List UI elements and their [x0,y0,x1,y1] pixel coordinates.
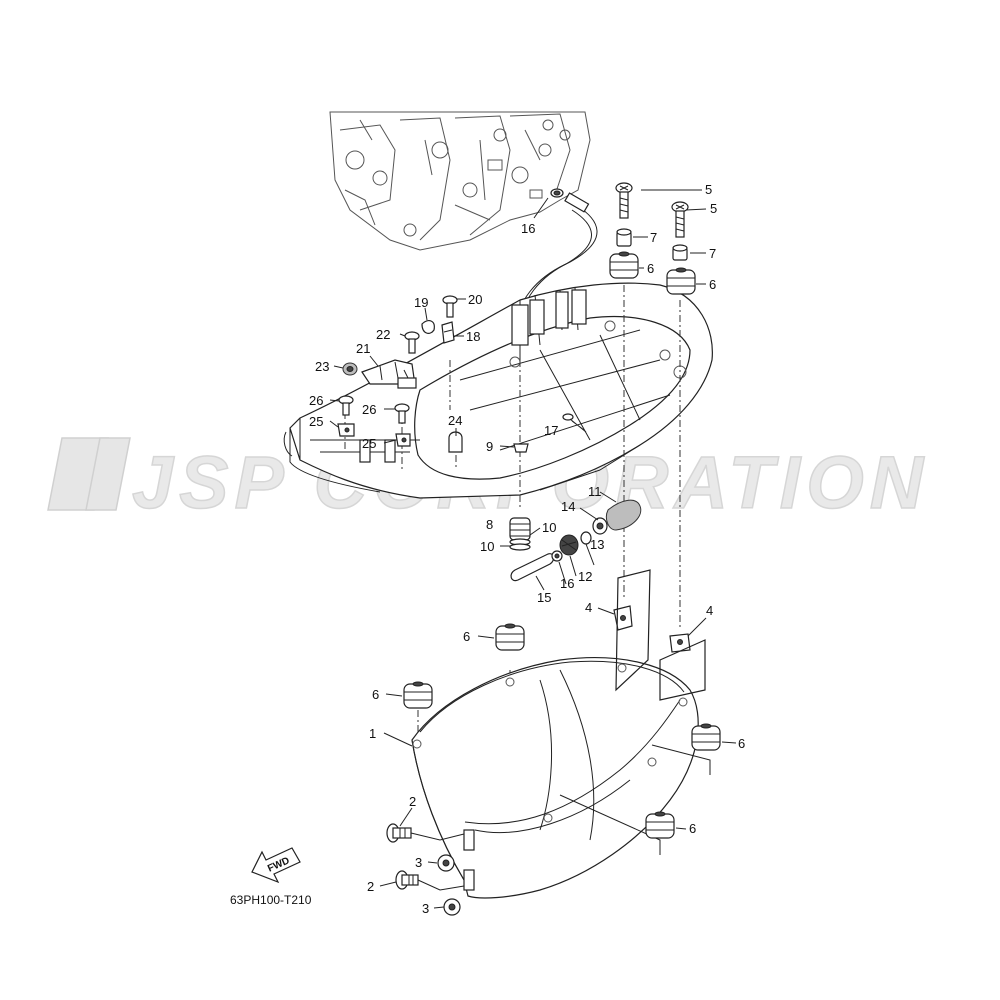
nut-3-upper-icon [437,854,455,872]
plug-9-icon [513,443,529,453]
callout-10a: 10 [542,520,556,535]
damper-4-right-icon [669,633,691,653]
grommet-6-c-icon [691,723,721,751]
bottom-cowling-tray [283,282,713,499]
callout-22: 22 [376,327,390,342]
collar-7-right-icon [672,244,688,261]
bolt-22-icon [404,331,420,354]
grommets-lower [403,623,721,839]
callout-24: 24 [448,413,462,428]
fwd-arrow: FWD [251,847,301,884]
grommet-6-b-icon [403,681,433,709]
callout-10b: 10 [480,539,494,554]
mount-hardware-upper [609,182,696,295]
bolt-20-icon [442,295,458,318]
callout-14: 14 [561,499,575,514]
callout-12: 12 [578,569,592,584]
grommet-23-icon [342,362,358,376]
callout-20: 20 [468,292,482,307]
diagram-code: 63PH100-T210 [230,893,312,907]
callout-5a: 5 [705,182,712,197]
clip-16-lower-icon [551,550,563,562]
callout-6c: 6 [463,629,470,644]
callout-16a: 16 [521,221,535,236]
collar-7-left-icon [616,228,632,247]
damper-4-left-icon [613,605,633,631]
callout-25b: 25 [362,436,376,451]
seal-14-icon [592,517,608,535]
grommet-6-d-icon [645,811,675,839]
hose-15-icon [510,553,555,582]
nipple-12-icon [559,534,579,556]
callout-8: 8 [486,517,493,532]
callout-15: 15 [537,590,551,605]
callout-6a: 6 [647,261,654,276]
callout-17: 17 [544,423,558,438]
bracket-21-icon [361,359,417,389]
grommet-6-right-icon [666,267,696,295]
engine-block [329,111,591,251]
grommet-8-icon [509,517,531,541]
callout-labels: 5 5 7 7 6 6 16 20 19 18 22 21 23 26 26 2… [309,182,745,916]
callout-26b: 26 [362,402,376,417]
bracket-hardware [337,295,463,453]
clamp-18-icon [441,321,455,344]
callout-9: 9 [486,439,493,454]
callout-23: 23 [315,359,329,374]
bolt-5-right-icon [671,201,689,238]
callout-1: 1 [369,726,376,741]
callout-26a: 26 [309,393,323,408]
center-hardware [509,413,691,653]
callout-2b: 2 [367,879,374,894]
screw-17-icon [562,413,587,433]
callout-4b: 4 [706,603,713,618]
callout-6d: 6 [372,687,379,702]
callout-7a: 7 [650,230,657,245]
nut-3-lower-icon [443,898,461,916]
bolt-26-left-icon [338,395,354,416]
callout-7b: 7 [709,246,716,261]
bolt-2-lower-icon [395,870,419,890]
callout-2a: 2 [409,794,416,809]
grommet-6-a-icon [495,623,525,651]
callout-6f: 6 [689,821,696,836]
grommet-6-left-icon [609,251,639,279]
callout-16b: 16 [560,576,574,591]
callout-21: 21 [356,341,370,356]
callout-3b: 3 [422,901,429,916]
clip-25-left-icon [337,423,355,437]
callout-11: 11 [588,484,602,499]
callout-4a: 4 [585,600,592,615]
real-leaders [329,197,737,909]
callout-25a: 25 [309,414,323,429]
bolt-2-upper-icon [386,823,412,843]
band-10-icon [509,538,531,551]
cap-11-icon [605,499,642,531]
callout-19: 19 [414,295,428,310]
callout-6b: 6 [709,277,716,292]
bolt-5-left-icon [615,182,633,219]
bolt-26-right-icon [394,403,410,424]
callout-3a: 3 [415,855,422,870]
callout-18: 18 [466,329,480,344]
callout-13: 13 [590,537,604,552]
callout-6e: 6 [738,736,745,751]
clip-25-right-icon [395,433,411,447]
clip-19-icon [421,320,435,334]
clip-24-icon [448,431,463,453]
callout-5b: 5 [710,201,717,216]
bottom-cowling-lower [411,569,711,899]
